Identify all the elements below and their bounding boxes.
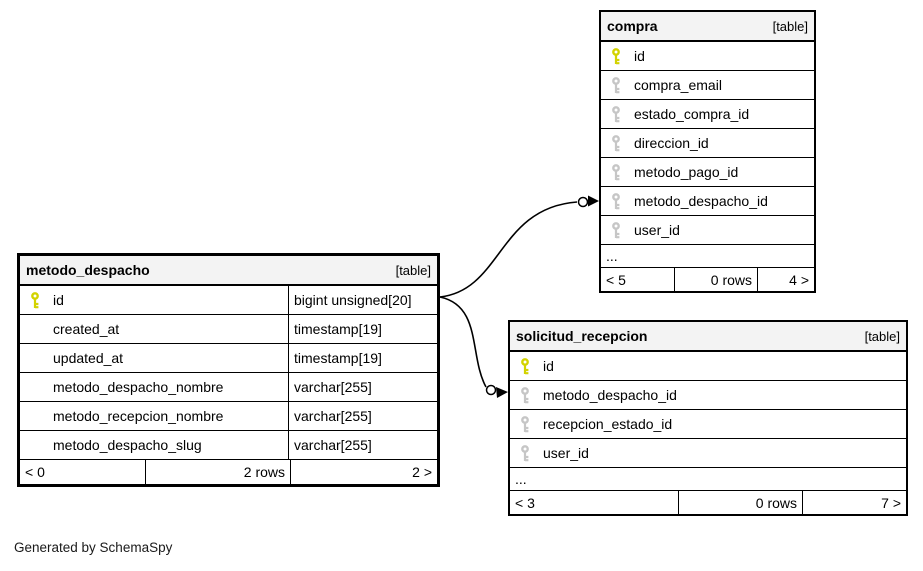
column-name: metodo_recepcion_nombre: [53, 408, 224, 424]
foreign-key-icon: [611, 105, 622, 123]
table-row: metodo_recepcion_nombre varchar[255]: [20, 401, 437, 430]
table-row: created_at timestamp[19]: [20, 314, 437, 343]
column-type: varchar[255]: [288, 402, 437, 430]
column-name: id: [634, 48, 645, 64]
related-out-count: 2 >: [412, 464, 432, 480]
column-name: metodo_despacho_nombre: [53, 379, 224, 395]
table-row: user_id: [510, 438, 906, 467]
related-in-count: < 5: [606, 271, 626, 288]
relationship-arrowhead: [496, 387, 508, 398]
foreign-key-icon: [611, 163, 622, 181]
table-row: direccion_id: [601, 128, 814, 157]
table-footer: < 0 2 rows 2 >: [20, 459, 437, 484]
row-count: 2 rows: [145, 460, 291, 484]
table-node-compra: compra [table] id compra_email estado_co…: [599, 10, 816, 293]
foreign-key-icon: [520, 444, 531, 462]
table-name[interactable]: compra: [607, 18, 658, 34]
related-out-count: 4 >: [789, 271, 809, 288]
table-row: user_id: [601, 215, 814, 244]
column-name: compra_email: [634, 77, 722, 93]
foreign-key-icon: [611, 134, 622, 152]
column-name: direccion_id: [634, 135, 709, 151]
table-header-metodo-despacho[interactable]: metodo_despacho [table]: [20, 256, 437, 286]
column-name: id: [543, 358, 554, 374]
column-name: metodo_despacho_id: [634, 193, 768, 209]
relationship-curve-solicitud: [439, 296, 487, 388]
table-header-compra[interactable]: compra [table]: [601, 12, 814, 42]
column-type: timestamp[19]: [288, 344, 437, 372]
hidden-columns-ellipsis: ...: [510, 467, 906, 490]
table-row: metodo_pago_id: [601, 157, 814, 186]
table-row: metodo_despacho_id: [601, 186, 814, 215]
foreign-key-icon: [611, 76, 622, 94]
column-name: metodo_despacho_id: [543, 387, 677, 403]
table-footer: < 3 0 rows 7 >: [510, 490, 906, 514]
related-in-count: < 0: [25, 464, 45, 480]
table-node-metodo-despacho: metodo_despacho [table] id bigint unsign…: [17, 253, 440, 487]
table-row: compra_email: [601, 70, 814, 99]
foreign-key-icon: [520, 386, 531, 404]
related-in-count: < 3: [515, 494, 535, 511]
relationship-endpoint-circle: [577, 196, 589, 208]
table-tag: [table]: [395, 262, 431, 278]
column-name: updated_at: [53, 350, 124, 366]
table-row: id: [601, 42, 814, 70]
column-type: varchar[255]: [288, 431, 437, 459]
column-name: created_at: [53, 321, 120, 337]
related-out-count: 7 >: [881, 494, 901, 511]
column-type: timestamp[19]: [288, 315, 437, 343]
table-row: id bigint unsigned[20]: [20, 286, 437, 314]
column-name: user_id: [634, 222, 680, 238]
table-row: estado_compra_id: [601, 99, 814, 128]
table-header-solicitud-recepcion[interactable]: solicitud_recepcion [table]: [510, 322, 906, 352]
column-name: user_id: [543, 445, 589, 461]
column-name: estado_compra_id: [634, 106, 750, 122]
column-type: varchar[255]: [288, 373, 437, 401]
table-row: metodo_despacho_id: [510, 380, 906, 409]
table-name[interactable]: metodo_despacho: [26, 262, 150, 278]
column-name: metodo_despacho_slug: [53, 437, 202, 453]
table-tag: [table]: [864, 328, 900, 344]
column-name: metodo_pago_id: [634, 164, 739, 180]
relationship-arrowhead: [588, 195, 599, 207]
column-name: id: [53, 292, 64, 308]
table-footer: < 5 0 rows 4 >: [601, 267, 814, 291]
table-row: metodo_despacho_nombre varchar[255]: [20, 372, 437, 401]
primary-key-icon: [30, 291, 41, 309]
table-tag: [table]: [772, 18, 808, 34]
table-row: recepcion_estado_id: [510, 409, 906, 438]
column-name: recepcion_estado_id: [543, 416, 673, 432]
row-count: 0 rows: [674, 268, 758, 291]
foreign-key-icon: [520, 415, 531, 433]
foreign-key-icon: [611, 192, 622, 210]
hidden-columns-ellipsis: ...: [601, 244, 814, 267]
row-count: 0 rows: [678, 491, 803, 514]
table-row: id: [510, 352, 906, 380]
primary-key-icon: [520, 357, 531, 375]
table-row: metodo_despacho_slug varchar[255]: [20, 430, 437, 459]
table-row: updated_at timestamp[19]: [20, 343, 437, 372]
table-name[interactable]: solicitud_recepcion: [516, 328, 648, 344]
relationship-endpoint-circle: [485, 384, 497, 396]
foreign-key-icon: [611, 221, 622, 239]
relationship-curve-compra: [439, 201, 578, 298]
generated-by-note: Generated by SchemaSpy: [14, 540, 173, 555]
column-type: bigint unsigned[20]: [288, 286, 437, 314]
table-node-solicitud-recepcion: solicitud_recepcion [table] id metodo_de…: [508, 320, 908, 516]
primary-key-icon: [611, 47, 622, 65]
